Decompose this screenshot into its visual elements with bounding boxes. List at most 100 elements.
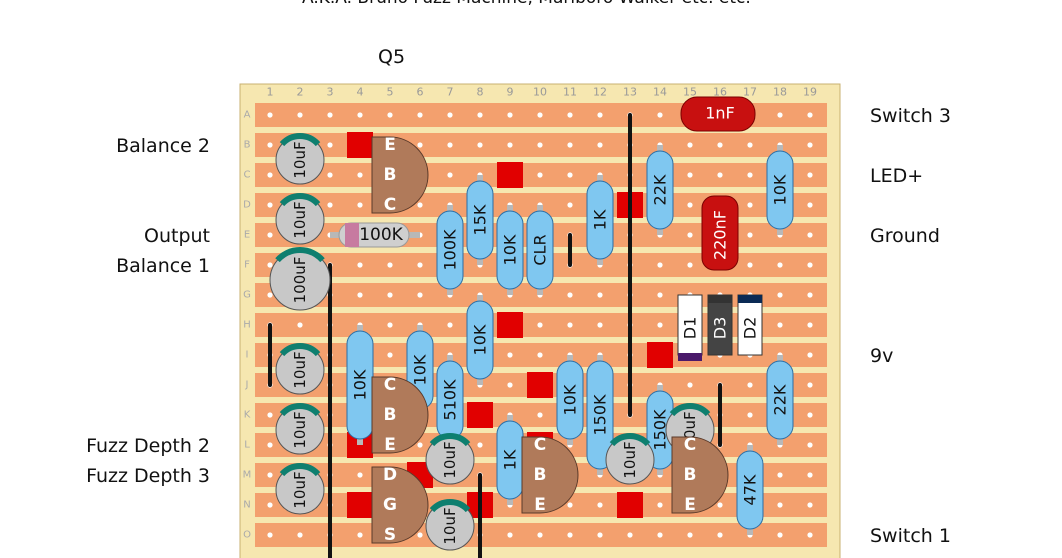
resistor-body [466,300,494,380]
row-letter: F [244,260,250,271]
hole [747,232,753,238]
label-fuzz-depth-3: Fuzz Depth 3 [86,465,210,487]
row-letter: J [245,380,249,391]
hole [447,142,453,148]
transistor-pin-label: E [384,135,396,155]
resistor-label: 10K [471,324,490,355]
resistor-label: 47K [741,474,760,505]
column-number: 9 [507,86,514,99]
resistor-body [496,210,524,290]
row-letter: D [243,200,251,211]
hole [717,142,723,148]
label-9v: 9v [870,345,894,367]
label-switch-1: Switch 1 [870,525,951,547]
hole [267,202,273,208]
hole [417,112,423,118]
label-ground: Ground [870,225,940,247]
capacitor-label: 10uF [441,507,459,544]
hole [807,112,813,118]
resistor-label: 510K [441,379,460,421]
hole [807,442,813,448]
hole [777,112,783,118]
hole [327,142,333,148]
hole [357,262,363,268]
resistor-label: 1K [501,449,520,470]
hole [627,532,633,538]
film-capacitor-label: 1nF [705,104,735,123]
hole [807,172,813,178]
diode-band [738,295,762,303]
capacitor-polarity-band [279,463,321,477]
hole [537,142,543,148]
hole [657,322,663,328]
transistor-pin-label: D [383,465,397,485]
column-number: 8 [477,86,484,99]
track-cut [467,402,493,428]
resistor-label: 10K [501,234,520,265]
hole [417,202,423,208]
transistor [371,466,429,544]
hole [537,412,543,418]
label-led: LED+ [870,165,924,187]
hole [267,292,273,298]
column-number: 13 [623,86,637,99]
transistor-pin-label: C [684,435,696,455]
resistor-label: 10K [771,174,790,205]
capacitor-label: 10uF [621,441,639,478]
diode-label: D2 [741,317,760,340]
resistor-label: 150K [591,394,610,436]
hole [447,322,453,328]
hole [657,532,663,538]
transistor-pin-label: B [384,165,397,185]
hole [747,142,753,148]
hole [597,112,603,118]
hole [597,292,603,298]
hole [807,352,813,358]
resistor-label: 100K [359,225,403,245]
track-cut [347,132,373,158]
hole [387,292,393,298]
hole [417,442,423,448]
hole [567,172,573,178]
column-number: 12 [593,86,607,99]
transistor-pin-label: B [684,465,697,485]
row-letter: H [243,320,251,331]
resistor-label: 100K [441,229,460,271]
track-cut [497,312,523,338]
hole [567,532,573,538]
hole [537,322,543,328]
column-number: 11 [563,86,577,99]
transistor [371,376,429,454]
hole [387,112,393,118]
hole [267,112,273,118]
diode [677,294,703,356]
hole [297,532,303,538]
hole [777,292,783,298]
film-capacitor [680,96,756,132]
capacitor-label: 10uF [291,141,309,178]
transistor-pin-label: B [384,405,397,425]
hole [567,142,573,148]
hole [777,502,783,508]
column-number: 16 [713,86,727,99]
column-number: 5 [387,86,394,99]
column-number: 14 [653,86,667,99]
transistor [521,436,579,514]
hole [357,532,363,538]
row-letter: I [246,350,249,361]
hole [687,172,693,178]
row-letter: N [243,500,250,511]
resistor-label: 10K [351,369,370,400]
track-cut [647,342,673,368]
diode-label: D1 [681,317,700,340]
hole [687,142,693,148]
hole [537,352,543,358]
resistor-body [766,150,794,230]
resistor-label: 10K [411,354,430,385]
hole [327,112,333,118]
hole [567,292,573,298]
hole [537,172,543,178]
hole [507,382,513,388]
column-number: 1 [267,86,274,99]
column-number: 3 [327,86,334,99]
